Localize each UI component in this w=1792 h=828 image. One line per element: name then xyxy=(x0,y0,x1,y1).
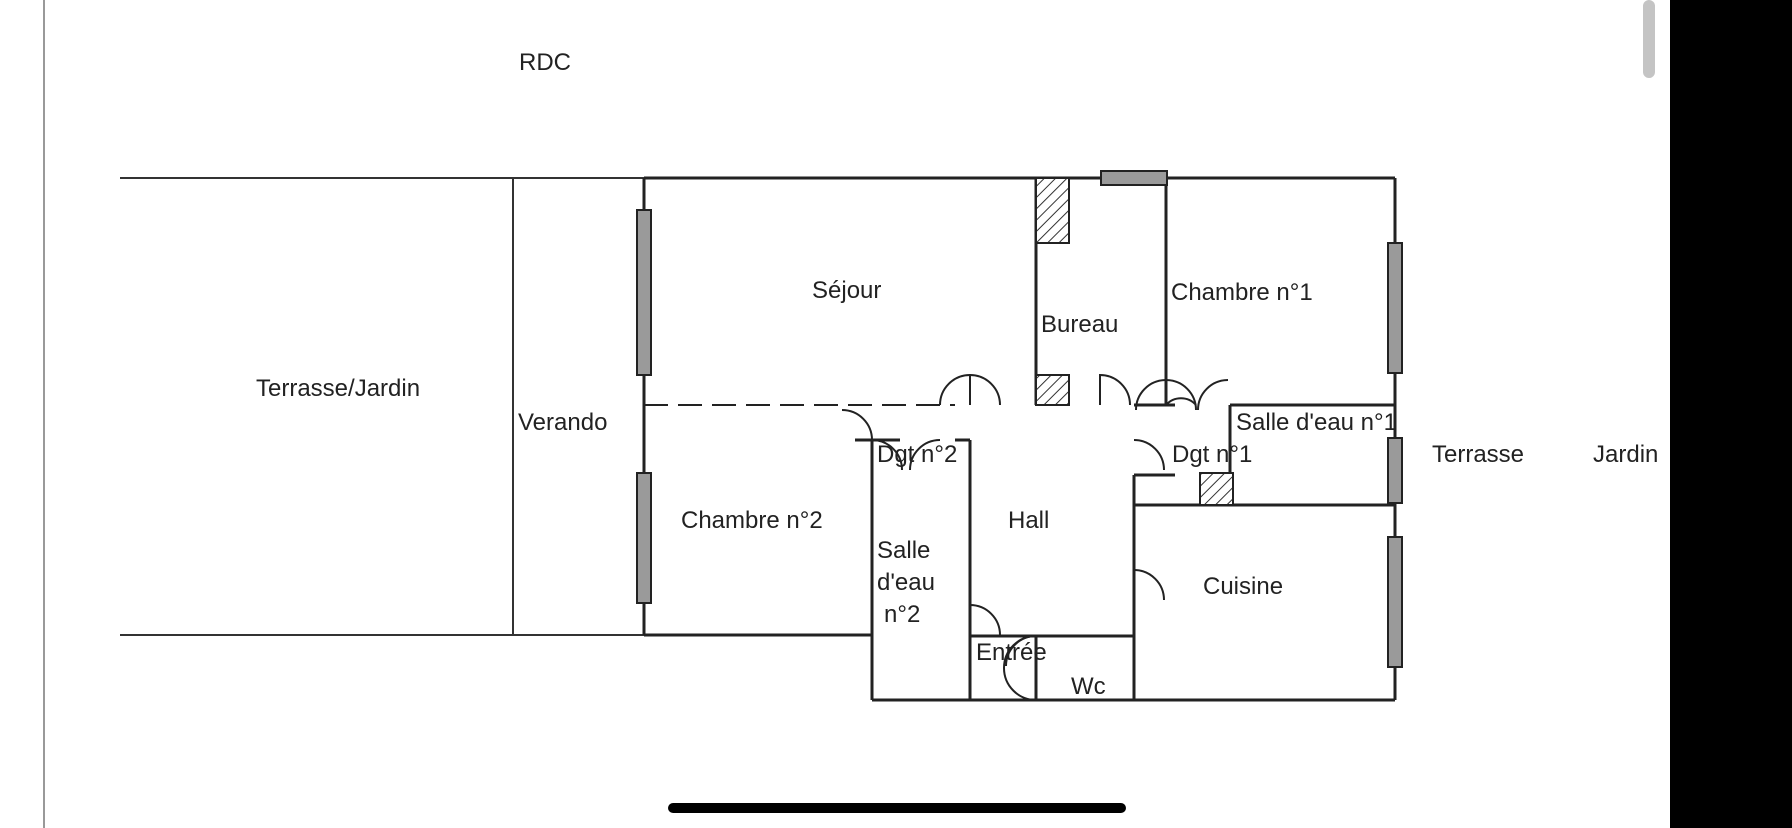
room-label-sejour: Séjour xyxy=(812,277,881,304)
door-swings xyxy=(841,373,1229,701)
exterior-walls xyxy=(642,176,1397,702)
room-label-chambre-1: Chambre n°1 xyxy=(1171,279,1313,306)
room-label-salle-eau-2-line1: Salle xyxy=(877,537,930,564)
room-label-salle-eau-2-line2: d'eau xyxy=(877,569,935,596)
room-label-terrasse-jardin: Terrasse/Jardin xyxy=(256,375,420,402)
room-label-cuisine: Cuisine xyxy=(1203,573,1283,600)
scrollbar-thumb[interactable] xyxy=(1643,0,1655,78)
home-indicator[interactable] xyxy=(668,803,1126,813)
room-label-chambre-2: Chambre n°2 xyxy=(681,507,823,534)
room-label-dgt-1: Dgt n°1 xyxy=(1172,441,1252,468)
windows xyxy=(636,170,1403,668)
room-label-veranda: Verando xyxy=(518,409,607,436)
room-label-salle-eau-2-line3: n°2 xyxy=(884,601,920,628)
room-label-terrasse-right: Terrasse xyxy=(1432,441,1524,468)
room-label-entree: Entrée xyxy=(976,639,1047,666)
room-label-wc: Wc xyxy=(1071,673,1106,700)
room-label-hall: Hall xyxy=(1008,507,1049,534)
duct-hatches xyxy=(1035,177,1234,506)
room-label-jardin-right: Jardin xyxy=(1593,441,1658,468)
room-label-bureau: Bureau xyxy=(1041,311,1118,338)
terrace-outline xyxy=(120,177,644,636)
room-label-dgt-2: Dgt n°2 xyxy=(877,441,957,468)
plan-sheet: RDC Terrasse/Jardin Verando Séjour Burea… xyxy=(0,0,1670,828)
interior-walls xyxy=(644,178,1395,700)
level-label: RDC xyxy=(519,49,571,76)
floor-plan: RDC Terrasse/Jardin Verando Séjour Burea… xyxy=(43,0,1658,828)
room-label-salle-eau-1: Salle d'eau n°1 xyxy=(1236,409,1397,436)
